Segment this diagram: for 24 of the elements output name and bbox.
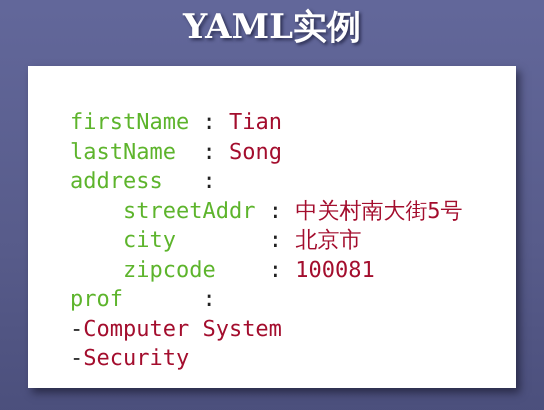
colon: : (268, 256, 282, 284)
yaml-key: firstName (70, 109, 190, 137)
yaml-key: lastName (70, 138, 176, 166)
colon: : (268, 198, 282, 226)
list-dash: - (70, 316, 84, 344)
slide-title: YAML实例 (182, 7, 362, 47)
yaml-key: address (70, 168, 163, 196)
yaml-key: city (123, 227, 176, 255)
colon: : (202, 168, 216, 196)
yaml-key: streetAddr (123, 198, 256, 226)
yaml-key: zipcode (123, 256, 216, 284)
yaml-value: Tian (229, 109, 282, 137)
yaml-value: 北京市 (295, 227, 362, 255)
yaml-value: Security (83, 345, 190, 373)
yaml-value: Song (229, 138, 282, 166)
colon: : (202, 286, 216, 314)
list-dash: - (70, 345, 84, 373)
colon: : (202, 138, 216, 166)
yaml-value: 100081 (295, 256, 375, 284)
colon: : (202, 109, 216, 137)
yaml-value: 中关村南大街5号 (295, 198, 462, 226)
colon: : (268, 227, 282, 255)
yaml-value: Computer System (83, 316, 282, 344)
yaml-key: prof (70, 286, 123, 314)
